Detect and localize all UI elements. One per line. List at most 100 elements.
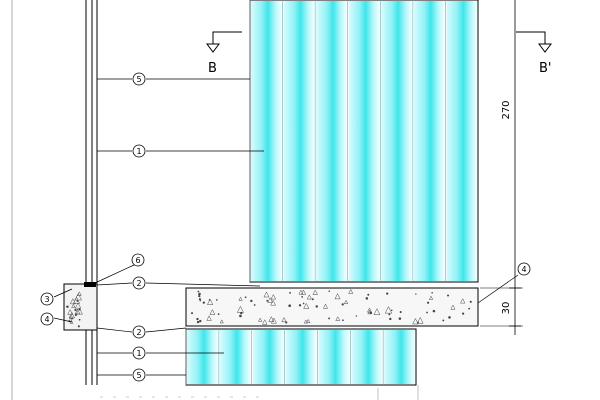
callout-5-top: 5 [132,72,146,86]
aggregate-speck [270,293,277,300]
svg-text:1: 1 [136,349,141,358]
svg-text:5: 5 [136,371,141,380]
aggregate-speck [306,294,312,300]
aggregate-speck [219,319,224,324]
dimension-slab-thickness: 30 [501,302,512,315]
aggregate-speck [262,319,268,325]
aggregate-speck [442,319,445,322]
aggregate-speck [312,289,318,295]
aggregate-speck [390,309,393,312]
callout-1-bottom: 1 [132,346,146,360]
aggregate-speck [197,290,200,293]
aggregate-speck [301,295,304,298]
aggregate-speck [367,309,372,315]
svg-text:3: 3 [44,295,49,304]
svg-text:2: 2 [136,328,141,337]
aggregate-speck [217,313,220,316]
aggregate-speck [267,297,273,303]
svg-text:4: 4 [521,265,526,274]
aggregate-speck [196,317,199,321]
aggregate-speck [281,316,287,323]
aggregate-speck [253,304,256,306]
aggregate-speck [239,314,242,318]
aggregate-speck [300,289,307,295]
aggregate-speck [191,312,194,315]
aggregate-speck [328,290,331,292]
glass-flute [252,330,284,384]
aggregate-speck [289,291,291,294]
bottom-details [100,385,419,400]
glass-flute [283,1,315,281]
aggregate-speck [343,299,349,305]
svg-text:2: 2 [136,279,141,288]
aggregate-speck [68,311,76,319]
aggregate-speck [206,315,212,321]
callout-6: 6 [131,253,145,267]
aggregate-speck [288,304,291,308]
aggregate-speck [74,313,77,317]
aggregate-speck [306,318,311,324]
aggregate-speck [206,298,214,305]
aggregate-speck [412,317,419,325]
aggregate-speck [72,296,81,304]
aggregate-speck [448,316,451,319]
section-label-left: B [208,61,217,76]
section-label-right: B' [539,61,552,76]
aggregate-speck [215,299,218,301]
aggregate-speck [303,319,308,324]
callout-2-upper: 2 [132,276,146,290]
aggregate-speck [342,319,344,322]
aggregate-speck [373,308,381,315]
glass-flute [381,1,412,281]
aggregate-speck [398,317,402,320]
aggregate-speck [66,305,69,308]
glass-flute [384,330,415,384]
callout-2-lower: 2 [132,325,146,339]
aggregate-speck [266,299,269,302]
callout-1-top: 1 [132,144,146,158]
aggregate-speck [268,316,275,322]
glass-flute [351,330,383,384]
aggregate-speck [399,311,402,314]
callout-4-right: 4 [517,262,531,276]
svg-text:1: 1 [136,147,141,156]
anchor-block [63,282,98,331]
aggregate-speck [311,298,314,301]
glass-flute [446,1,477,281]
aggregate-speck [460,298,466,304]
aggregate-speck [322,303,329,309]
glass-flute [316,1,347,281]
aggregate-speck [258,317,263,322]
aggregate-speck [78,318,81,321]
aggregate-speck [389,317,392,321]
section-marker-left: B [206,31,242,76]
aggregate-speck [74,302,82,309]
aggregate-speck [196,320,200,324]
aggregate-speck [236,305,244,313]
glass-flute [285,330,317,384]
aggregate-speck [199,319,202,323]
aggregate-speck [69,314,74,320]
aggregate-speck [431,291,433,294]
aggregate-speck [468,307,471,310]
callout-5-bottom: 5 [132,368,146,382]
glass-flute [187,330,218,384]
glass-flute [318,330,350,384]
aggregate-speck [202,301,206,304]
aggregate-speck [69,298,76,305]
glass-flute [251,1,282,281]
aggregate-speck [244,296,247,299]
aggregate-speck [335,316,341,321]
aggregate-speck [469,300,472,303]
dimension-line: 270 30 [480,0,523,335]
aggregate-speck [426,301,430,304]
lower-glass-panel [185,328,417,386]
aggregate-speck [270,317,277,324]
aggregate-speck [415,293,417,295]
aggregate-speck [74,308,77,312]
aggregate-speck [67,309,73,315]
aggregate-speck [388,313,391,316]
aggregate-speck [384,306,393,314]
aggregate-speck [298,304,302,307]
aggregate-speck [462,312,465,315]
